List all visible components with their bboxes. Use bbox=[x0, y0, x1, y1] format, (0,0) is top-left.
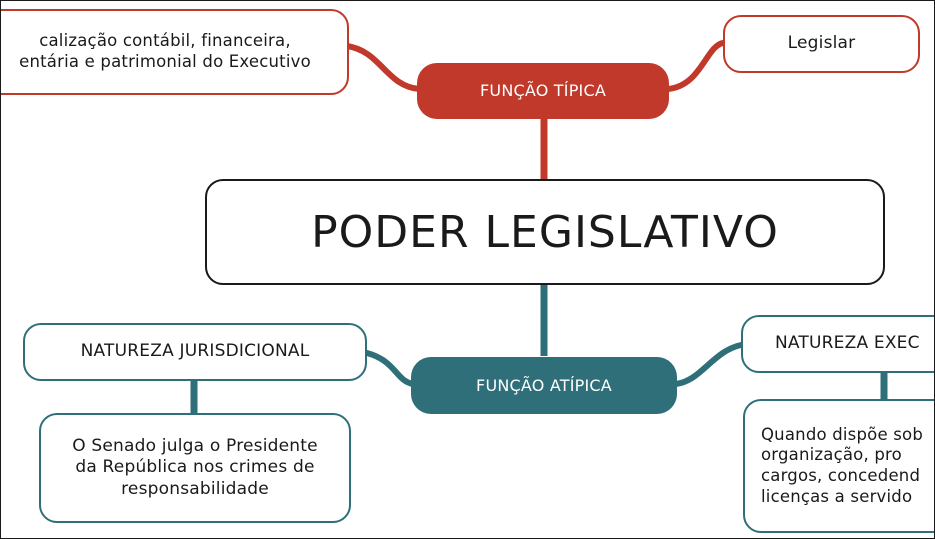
tipica-right-box: Legislar bbox=[723, 15, 920, 73]
center-title: PODER LEGISLATIVO bbox=[311, 206, 779, 258]
funcao-tipica-pill: FUNÇÃO TÍPICA bbox=[417, 63, 669, 119]
executiva-detail-text: Quando dispõe sob organização, pro cargo… bbox=[761, 424, 924, 506]
funcao-tipica-label: FUNÇÃO TÍPICA bbox=[480, 81, 606, 100]
tipica-left-text: calização contábil, financeira, entária … bbox=[19, 31, 311, 71]
funcao-atipica-pill: FUNÇÃO ATÍPICA bbox=[411, 357, 677, 414]
executiva-detail-box: Quando dispõe sob organização, pro cargo… bbox=[743, 399, 934, 533]
link-atipica-right bbox=[673, 342, 744, 387]
link-atipica-left bbox=[364, 350, 416, 387]
natureza-executiva-label: NATUREZA EXEC bbox=[775, 333, 920, 354]
link-tipica-left bbox=[344, 43, 422, 92]
center-box: PODER LEGISLATIVO bbox=[205, 179, 885, 285]
funcao-atipica-label: FUNÇÃO ATÍPICA bbox=[476, 375, 612, 395]
jurisdicional-detail-box: O Senado julga o Presidente da República… bbox=[39, 413, 351, 523]
link-tipica-right bbox=[665, 40, 726, 92]
tipica-left-box: calização contábil, financeira, entária … bbox=[1, 9, 349, 95]
natureza-jurisdicional-box: NATUREZA JURISDICIONAL bbox=[23, 323, 367, 381]
natureza-executiva-box: NATUREZA EXEC bbox=[741, 315, 934, 373]
natureza-jurisdicional-label: NATUREZA JURISDICIONAL bbox=[80, 341, 310, 362]
tipica-right-text: Legislar bbox=[787, 33, 856, 54]
jurisdicional-detail-text: O Senado julga o Presidente da República… bbox=[72, 436, 318, 499]
